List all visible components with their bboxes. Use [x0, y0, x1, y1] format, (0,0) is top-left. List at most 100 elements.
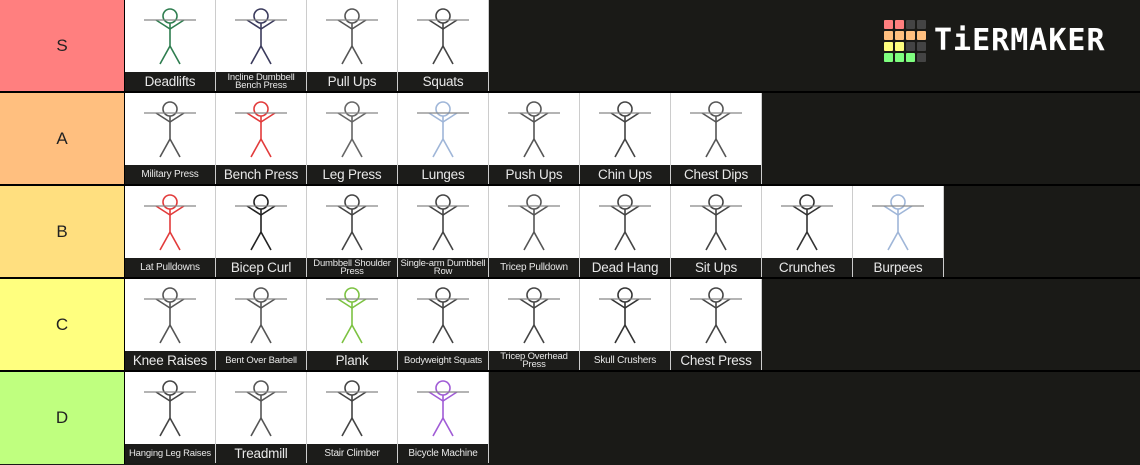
tier-item-card[interactable]: Lat Pulldowns [125, 186, 216, 277]
tier-label[interactable]: C [0, 279, 125, 370]
tier-item-card[interactable]: Bent Over Barbell [216, 279, 307, 370]
tier-item-card[interactable]: Treadmill [216, 372, 307, 463]
tier-item-label: Squats [398, 72, 488, 91]
tier-item-card[interactable]: Bicep Curl [216, 186, 307, 277]
logo-square [917, 42, 926, 51]
bench-press-illustration [216, 93, 306, 165]
pushup-illustration [489, 93, 579, 165]
incline-press-illustration [216, 0, 306, 72]
tier-item-label: Bent Over Barbell [216, 351, 306, 370]
tier-item-label: Sit Ups [671, 258, 761, 277]
tier-item-card[interactable]: Tricep Overhead Press [489, 279, 580, 370]
tier-item-card[interactable]: Dead Hang [580, 186, 671, 277]
tier-item-label: Bench Press [216, 165, 306, 184]
logo-square [884, 42, 893, 51]
tier-item-card[interactable]: Chin Ups [580, 93, 671, 184]
tier-item-card[interactable]: Knee Raises [125, 279, 216, 370]
chest-dip-illustration [671, 93, 761, 165]
tier-item-card[interactable]: Deadlifts [125, 0, 216, 91]
logo-square [895, 20, 904, 29]
bent-over-row-illustration [216, 279, 306, 351]
logo-text: TiERMAKER [934, 23, 1106, 58]
tier-item-label: Bicycle Machine [398, 444, 488, 463]
tier-item-label: Single-arm Dumbbell Row [398, 258, 488, 277]
tier-label[interactable]: D [0, 372, 125, 464]
tier-label[interactable]: B [0, 186, 125, 277]
tier-item-card[interactable]: Lunges [398, 93, 489, 184]
tier-item-card[interactable]: Pull Ups [307, 0, 398, 91]
tier-item-card[interactable]: Bicycle Machine [398, 372, 489, 463]
tier-item-label: Chest Dips [671, 165, 761, 184]
tier-item-card[interactable]: Bench Press [216, 93, 307, 184]
logo-square [906, 53, 915, 62]
deadlift-illustration [125, 0, 215, 72]
stair-climber-illustration [307, 372, 397, 444]
tier-item-label: Dumbbell Shoulder Press [307, 258, 397, 277]
tier-item-label: Push Ups [489, 165, 579, 184]
burpee-illustration [853, 186, 943, 258]
tier-item-label: Military Press [125, 165, 215, 184]
tier-item-card[interactable]: Skull Crushers [580, 279, 671, 370]
tier-item-card[interactable]: Single-arm Dumbbell Row [398, 186, 489, 277]
logo-square [917, 31, 926, 40]
tier-item-card[interactable]: Crunches [762, 186, 853, 277]
tier-item-card[interactable]: Hanging Leg Raises [125, 372, 216, 463]
tier-item-card[interactable]: Leg Press [307, 93, 398, 184]
tier-item-label: Pull Ups [307, 72, 397, 91]
tier-item-card[interactable]: Plank [307, 279, 398, 370]
logo-square [917, 53, 926, 62]
tier-item-label: Tricep Pulldown [489, 258, 579, 277]
tier-item-card[interactable]: Bodyweight Squats [398, 279, 489, 370]
tier-item-label: Hanging Leg Raises [125, 444, 215, 463]
tier-item-card[interactable]: Squats [398, 0, 489, 91]
tier-item-card[interactable]: Military Press [125, 93, 216, 184]
tier-item-label: Deadlifts [125, 72, 215, 91]
tier-item-label: Stair Climber [307, 444, 397, 463]
tier-item-card[interactable]: Sit Ups [671, 186, 762, 277]
tiermaker-logo[interactable]: TiERMAKER [884, 20, 1106, 62]
plank-illustration [307, 279, 397, 351]
tier-item-card[interactable]: Burpees [853, 186, 944, 277]
bicep-curl-illustration [216, 186, 306, 258]
tier-item-card[interactable]: Chest Dips [671, 93, 762, 184]
tier-item-card[interactable]: Chest Press [671, 279, 762, 370]
tier-item-label: Burpees [853, 258, 943, 277]
logo-grid-icon [884, 20, 926, 62]
logo-square [906, 31, 915, 40]
tier-item-card[interactable]: Incline Dumbbell Bench Press [216, 0, 307, 91]
tier-item-label: Bodyweight Squats [398, 351, 488, 370]
tier-item-card[interactable]: Dumbbell Shoulder Press [307, 186, 398, 277]
tier-label[interactable]: A [0, 93, 125, 184]
tier-item-label: Lat Pulldowns [125, 258, 215, 277]
logo-square [906, 20, 915, 29]
knee-raise-illustration [125, 279, 215, 351]
squat-illustration [398, 0, 488, 72]
logo-square [895, 42, 904, 51]
bicycle-machine-illustration [398, 372, 488, 444]
tier-item-label: Skull Crushers [580, 351, 670, 370]
tier-item-card[interactable]: Tricep Pulldown [489, 186, 580, 277]
lunge-illustration [398, 93, 488, 165]
lat-pulldown-illustration [125, 186, 215, 258]
tier-item-card[interactable]: Stair Climber [307, 372, 398, 463]
pullup-illustration [307, 0, 397, 72]
logo-square [906, 42, 915, 51]
logo-square [895, 31, 904, 40]
tier-label[interactable]: S [0, 0, 125, 91]
tier-item-card[interactable]: Push Ups [489, 93, 580, 184]
bodyweight-squat-illustration [398, 279, 488, 351]
tier-item-label: Incline Dumbbell Bench Press [216, 72, 306, 91]
dumbbell-row-illustration [398, 186, 488, 258]
tier-item-label: Treadmill [216, 444, 306, 463]
tricep-overhead-illustration [489, 279, 579, 351]
